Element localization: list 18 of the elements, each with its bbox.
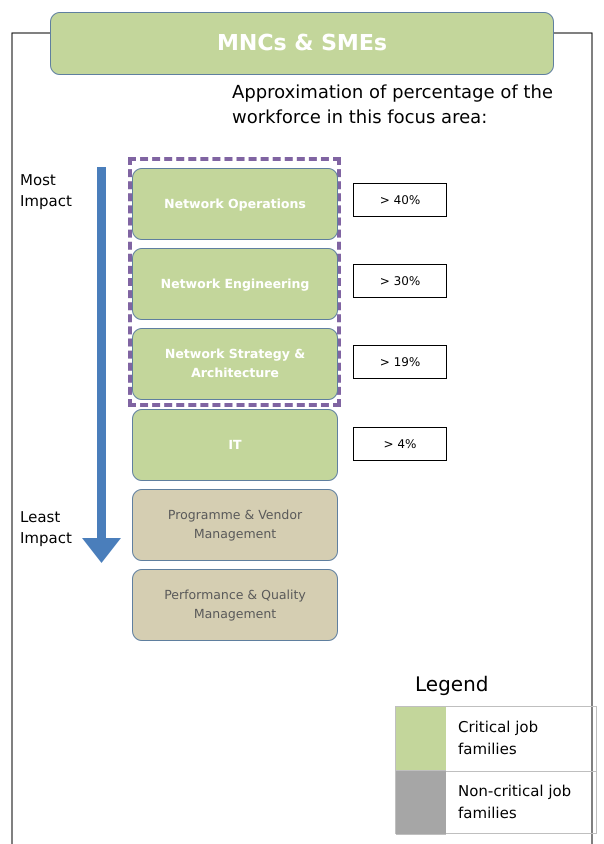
title-banner: MNCs & SMEs bbox=[50, 12, 554, 75]
legend-label: Critical job families bbox=[458, 717, 540, 760]
scale-label: Least Impact bbox=[20, 507, 73, 549]
job-family-box: Programme & Vendor Management bbox=[132, 489, 338, 561]
legend-heading: Legend bbox=[415, 671, 490, 698]
job-family-box: Network Engineering bbox=[132, 248, 338, 320]
legend-label: Non-critical job families bbox=[458, 781, 572, 824]
job-family-box: Network Strategy & Architecture bbox=[132, 328, 338, 400]
job-family-box: Performance & Quality Management bbox=[132, 569, 338, 641]
percentage-box: > 30% bbox=[353, 264, 447, 298]
dashed-group-outline bbox=[128, 157, 341, 407]
percentage-box: > 19% bbox=[353, 345, 447, 379]
job-family-box: IT bbox=[132, 409, 338, 481]
percentage-box: > 4% bbox=[353, 427, 447, 461]
header-note: Approximation of percentage of the workforce in this focus area: bbox=[232, 81, 554, 130]
scale-label: Most Impact bbox=[20, 170, 73, 212]
job-family-box: Network Operations bbox=[132, 168, 338, 240]
percentage-box: > 40% bbox=[353, 183, 447, 217]
